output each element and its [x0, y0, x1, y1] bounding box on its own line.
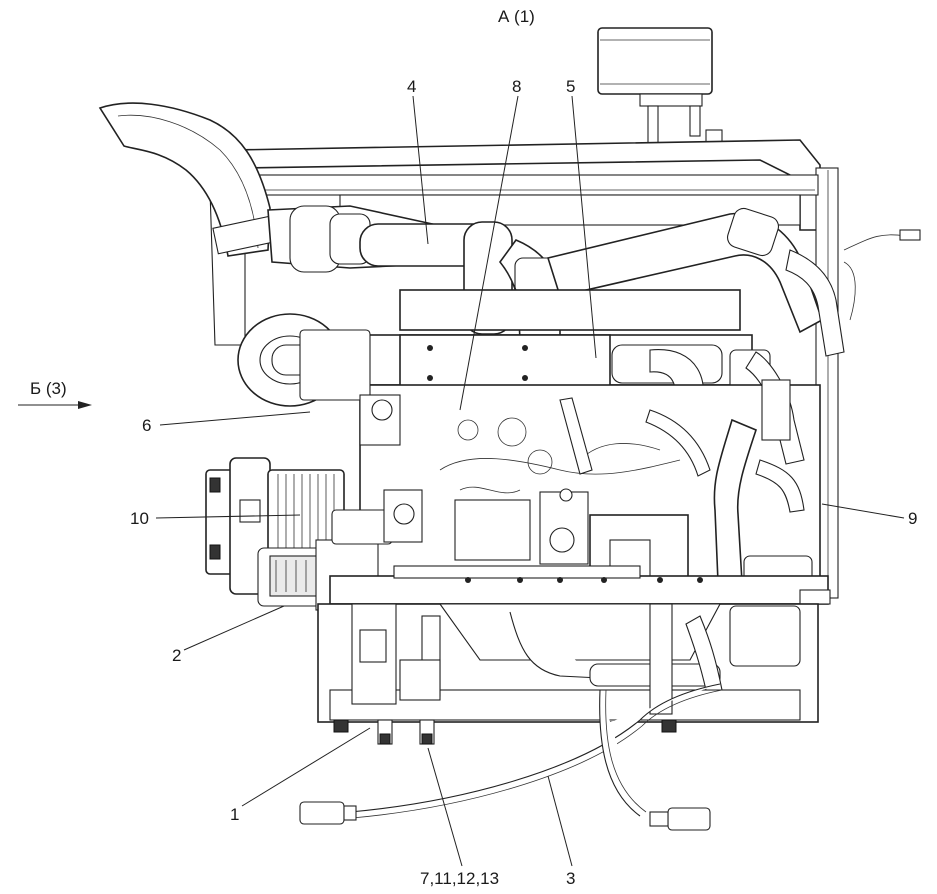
engine-mounts [333, 719, 677, 745]
callout-1-label: 1 [230, 805, 239, 824]
callout-8: 8 [459, 77, 521, 411]
callout-4: 4 [407, 77, 429, 245]
round-manifold [237, 313, 401, 446]
callout-10: 10 [130, 509, 301, 528]
callout-10-label: 10 [130, 509, 149, 528]
sensor-cables [299, 683, 723, 831]
air-filter-box [597, 27, 723, 151]
callout-2-label: 2 [172, 646, 181, 665]
callout-5: 5 [566, 77, 597, 359]
charge-air-pipe [546, 207, 921, 357]
callout-2: 2 [172, 605, 285, 665]
exhaust-pipe [98, 102, 276, 257]
callout-1: 1 [230, 727, 371, 824]
callout-9: 9 [821, 503, 917, 528]
callout-8-label: 8 [512, 77, 521, 96]
callout-3-label: 3 [566, 869, 575, 888]
callout-6: 6 [142, 411, 311, 435]
engine-illustration [98, 27, 921, 831]
callout-3: 3 [547, 775, 575, 888]
callout-9-label: 9 [908, 509, 917, 528]
callout-5-label: 5 [566, 77, 575, 96]
view-arrow-b [18, 401, 92, 409]
engine-frame [209, 139, 839, 599]
view-label-b: Б (3) [30, 379, 67, 398]
engine-block [351, 289, 821, 581]
callout-7-11-12-13-label: 7,11,12,13 [420, 869, 499, 888]
callout-4-label: 4 [407, 77, 416, 96]
oil-pan-base [317, 603, 819, 723]
frame-rail [329, 565, 831, 605]
view-label-a: А (1) [498, 7, 535, 26]
callout-7-11-12-13: 7,11,12,13 [420, 747, 499, 888]
callout-6-label: 6 [142, 416, 151, 435]
